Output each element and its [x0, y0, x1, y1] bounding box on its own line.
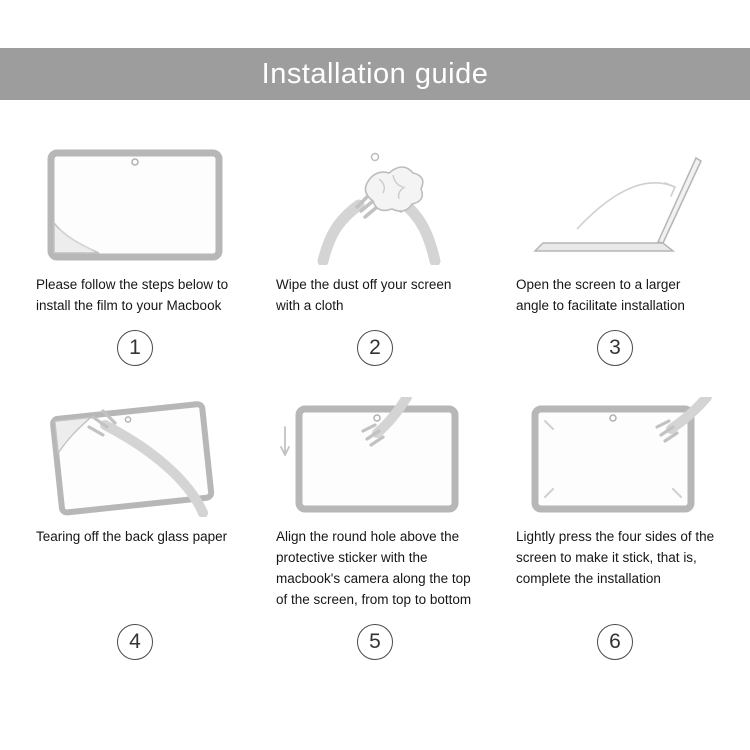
press-four-sides-icon [531, 397, 712, 513]
step-6-caption: Lightly press the four sides of the scre… [516, 529, 715, 586]
step-3-number-wrap: 3 [512, 316, 718, 366]
step-1: Please follow the steps below to install… [32, 144, 238, 366]
step-1-illustration [32, 144, 238, 266]
step-2-caption: Wipe the dust off your screen with a clo… [276, 277, 452, 313]
step-4-caption: Tearing off the back glass paper [36, 529, 228, 544]
steps-grid: Please follow the steps below to install… [0, 144, 750, 660]
tearing-back-paper-icon [50, 401, 215, 517]
step-6-illustration [512, 396, 718, 518]
step-4-illustration [32, 396, 238, 518]
step-2-number: 2 [357, 330, 393, 366]
step-4: Tearing off the back glass paper 4 [32, 396, 238, 660]
step-3-illustration [512, 144, 718, 266]
align-camera-hole-icon [280, 397, 459, 513]
step-5-number: 5 [357, 624, 393, 660]
step-3-caption: Open the screen to a larger angle to fac… [516, 277, 685, 313]
step-6-number: 6 [597, 624, 633, 660]
header-bar: Installation guide [0, 48, 750, 100]
step-2-number-wrap: 2 [272, 316, 478, 366]
step-2: Wipe the dust off your screen with a clo… [272, 144, 478, 366]
step-4-number: 4 [117, 624, 153, 660]
step-1-number-wrap: 1 [32, 316, 238, 366]
page-title: Installation guide [261, 57, 489, 90]
step-2-illustration [272, 144, 478, 266]
step-5-caption: Align the round hole above the protectiv… [276, 529, 472, 607]
open-laptop-icon [533, 156, 702, 252]
step-6: Lightly press the four sides of the scre… [512, 396, 718, 660]
step-3-number: 3 [597, 330, 633, 366]
step-1-caption: Please follow the steps below to install… [36, 277, 229, 313]
step-5-number-wrap: 5 [272, 610, 478, 660]
step-5-illustration [272, 396, 478, 518]
wiping-cloth-icon [317, 152, 441, 265]
screen-peeling-film-icon [47, 149, 223, 261]
step-4-number-wrap: 4 [32, 610, 238, 660]
step-3: Open the screen to a larger angle to fac… [512, 144, 718, 366]
step-1-number: 1 [117, 330, 153, 366]
step-5: Align the round hole above the protectiv… [272, 396, 478, 660]
step-6-number-wrap: 6 [512, 610, 718, 660]
